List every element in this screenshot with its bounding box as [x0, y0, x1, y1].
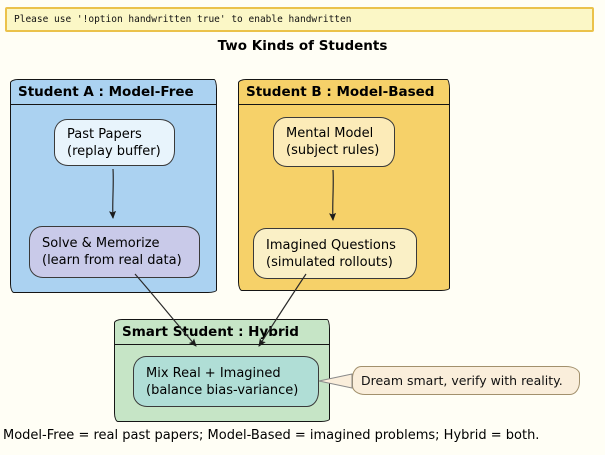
node-imagined-questions: Imagined Questions (simulated rollouts) — [253, 228, 417, 279]
package-model-based-header: Student B : Model-Based — [239, 80, 449, 105]
package-model-based: Student B : Model-Based Mental Model (su… — [238, 79, 450, 291]
banner-text: Please use '!option handwritten true' to… — [14, 14, 352, 25]
node-solve-memorize: Solve & Memorize (learn from real data) — [29, 226, 200, 278]
diagram-title: Two Kinds of Students — [217, 38, 388, 54]
package-hybrid-header: Smart Student : Hybrid — [115, 320, 329, 345]
package-model-free-header: Student A : Model-Free — [11, 80, 216, 105]
node-solve-memorize-line1: Solve & Memorize — [42, 236, 160, 251]
node-mix-real-imagined: Mix Real + Imagined (balance bias-varian… — [133, 356, 319, 407]
note-dream-smart: Dream smart, verify with reality. — [352, 366, 580, 395]
node-imagined-questions-line1: Imagined Questions — [266, 237, 396, 253]
node-imagined-questions-line2: (simulated rollouts) — [266, 254, 393, 270]
node-mental-model: Mental Model (subject rules) — [273, 117, 395, 167]
package-hybrid: Smart Student : Hybrid Mix Real + Imagin… — [114, 319, 330, 422]
node-past-papers-line1: Past Papers — [67, 126, 142, 142]
note-text: Dream smart, verify with reality. — [361, 373, 563, 388]
node-mix-real-imagined-line2: (balance bias-variance) — [146, 382, 299, 398]
node-mental-model-line2: (subject rules) — [286, 143, 380, 158]
node-past-papers-line2: (replay buffer) — [67, 143, 161, 159]
node-past-papers: Past Papers (replay buffer) — [54, 119, 175, 166]
node-mental-model-line1: Mental Model — [286, 126, 374, 141]
node-solve-memorize-line2: (learn from real data) — [42, 253, 182, 268]
package-model-free: Student A : Model-Free Past Papers (repl… — [10, 79, 217, 293]
node-mix-real-imagined-line1: Mix Real + Imagined — [146, 365, 281, 381]
handwritten-option-banner: Please use '!option handwritten true' to… — [5, 7, 594, 32]
footer-caption: Model-Free = real past papers; Model-Bas… — [3, 428, 540, 443]
